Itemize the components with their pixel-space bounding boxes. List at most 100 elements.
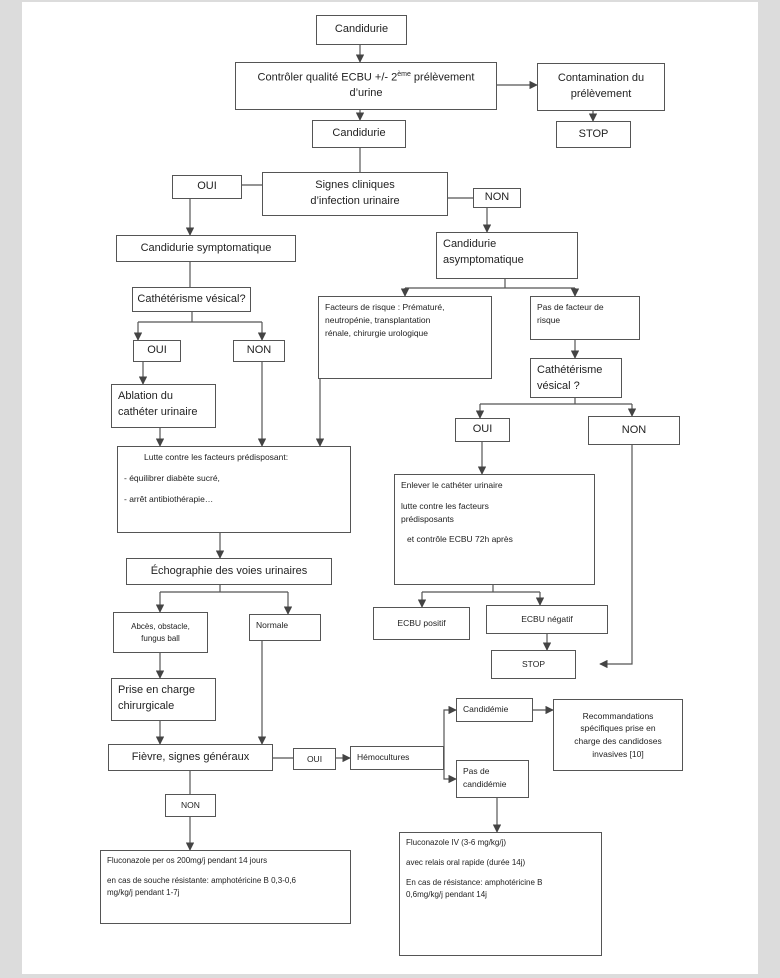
node-text: Recommandations — [582, 710, 654, 721]
node-text: Échographie des voies urinaires — [150, 564, 308, 577]
node-enlever-catheter: Enlever le cathéter urinaire lutte contr… — [394, 474, 595, 585]
node-text: avec relais oral rapide (durée 14j) — [406, 858, 526, 867]
node-hemocultures: Hémocultures — [350, 746, 444, 770]
arrow-hemo-candidemie — [443, 705, 457, 758]
node-candidemie: Candidémie — [456, 698, 533, 722]
node-text: Normale — [256, 620, 289, 630]
node-catheterisme-1: Cathétérisme vésical? — [132, 287, 251, 312]
node-ablation-catheter: Ablation du cathéter urinaire — [111, 384, 216, 428]
node-text: Hémocultures — [357, 752, 410, 762]
node-pas-de-candidemie: Pas de candidémie — [456, 760, 529, 798]
node-oui-2: OUI — [133, 340, 181, 362]
node-text: spécifiques prise en — [580, 723, 656, 734]
node-text: vésical ? — [537, 379, 580, 392]
node-text: fungus ball — [141, 633, 180, 643]
node-candidurie-2: Candidurie — [312, 120, 406, 148]
node-text: Signes cliniques — [315, 179, 395, 192]
node-text: Candidurie — [332, 127, 386, 140]
node-text: neutropénie, transplantation — [325, 314, 431, 325]
node-text: charge des candidoses — [574, 736, 662, 746]
node-text: Candidémie — [463, 704, 509, 714]
node-text: invasives [10] — [592, 748, 644, 759]
node-text: STOP — [522, 659, 545, 670]
line-enlever-split — [422, 585, 540, 593]
node-ecbu-negatif: ECBU négatif — [486, 605, 608, 634]
node-text: Cathétérisme vésical? — [137, 292, 246, 305]
arrow-hemo-pascand — [443, 758, 457, 784]
line-echo-split — [160, 585, 288, 593]
node-catheterisme-2: Cathétérisme vésical ? — [530, 358, 622, 398]
node-text: Candidurie — [443, 238, 497, 250]
node-text: ECBU négatif — [521, 614, 573, 625]
node-text: Abcès, obstacle, — [131, 621, 190, 631]
node-text: Fièvre, signes généraux — [131, 750, 250, 763]
node-candidurie-asymptomatique: Candidurie asymptomatique — [436, 232, 578, 279]
node-oui-1: OUI — [172, 175, 242, 199]
node-text: Pas de facteur de — [537, 302, 604, 312]
node-fluconazole-iv: Fluconazole IV (3-6 mg/kg/j) avec relais… — [399, 832, 602, 956]
line-cath1-split — [138, 312, 262, 323]
node-text: chirurgicale — [118, 699, 175, 712]
node-text: risque — [537, 314, 561, 325]
node-signes-cliniques: Signes cliniques d’infection urinaire — [262, 172, 448, 216]
node-pas-facteur-risque: Pas de facteur de risque — [530, 296, 640, 340]
node-non-3: NON — [588, 416, 680, 445]
node-text: Fluconazole per os 200mg/j pendant 14 jo… — [107, 856, 268, 865]
node-text-part: Contrôler qualité ECBU +/- 2 — [257, 71, 398, 84]
node-text: NON — [181, 800, 200, 811]
arrow-non3-stop — [599, 445, 633, 669]
node-text: candidémie — [463, 778, 507, 789]
node-text: en cas de souche résistante: amphotérici… — [107, 876, 296, 885]
node-oui-3: OUI — [455, 418, 510, 442]
node-text: Lutte contre les facteurs prédisposant: — [144, 452, 289, 462]
node-facteurs-risque: Facteurs de risque : Prématuré, neutropé… — [318, 296, 492, 379]
node-candidurie-symptomatique: Candidurie symptomatique — [116, 235, 296, 262]
line-cath2-split — [480, 398, 632, 405]
node-text: En cas de résistance: amphotéricine B — [406, 878, 543, 887]
node-text-part: prélèvement — [410, 71, 475, 84]
superscript: ème — [397, 70, 411, 78]
node-text: rénale, chirurgie urologique — [325, 327, 429, 338]
node-normale: Normale — [249, 614, 321, 641]
node-stop-2: STOP — [491, 650, 576, 679]
node-text: mg/kg/j pendant 1-7j — [107, 888, 180, 897]
node-text: Cathétérisme — [537, 364, 603, 376]
node-text: Enlever le cathéter urinaire — [401, 480, 503, 490]
node-text: asymptomatique — [443, 253, 524, 266]
node-candidurie-top: Candidurie — [316, 15, 407, 45]
node-text: - arrêt antibiothérapie… — [124, 493, 214, 504]
node-text: Candidurie symptomatique — [140, 241, 272, 254]
node-contamination: Contamination du prélèvement — [537, 63, 665, 111]
node-text: NON — [621, 423, 647, 436]
node-text: prélèvement — [570, 88, 632, 100]
node-text: STOP — [578, 127, 609, 140]
line-asympt-split — [405, 279, 575, 289]
node-text: 0,6mg/kg/j pendant 14j — [406, 890, 487, 899]
node-text: NON — [246, 344, 272, 357]
node-text: d’urine — [349, 87, 383, 100]
node-fluconazole-per-os: Fluconazole per os 200mg/j pendant 14 jo… — [100, 850, 351, 924]
node-non-2: NON — [233, 340, 285, 362]
node-text: Contamination du — [557, 72, 645, 85]
node-text: Pas de — [463, 766, 490, 776]
node-text: OUI — [147, 344, 167, 357]
node-text: OUI — [306, 753, 323, 764]
node-text: NON — [484, 191, 510, 204]
node-text: ECBU positif — [397, 618, 446, 629]
node-abces-obstacle: Abcès, obstacle, fungus ball — [113, 612, 208, 653]
node-non-4: NON — [165, 794, 216, 817]
node-fievre-signes: Fièvre, signes généraux — [108, 744, 273, 771]
node-echographie: Échographie des voies urinaires — [126, 558, 332, 585]
node-non-1: NON — [473, 188, 521, 208]
node-text: Ablation du — [118, 390, 174, 402]
node-text: d’infection urinaire — [310, 195, 400, 207]
node-text: - équilibrer diabète sucré, — [124, 472, 220, 483]
node-oui-4: OUI — [293, 748, 336, 770]
node-text: cathéter urinaire — [118, 405, 198, 418]
node-prise-en-charge-chirurgicale: Prise en charge chirurgicale — [111, 678, 216, 721]
node-text: et contrôle ECBU 72h après — [407, 534, 513, 545]
node-lutte-facteurs: Lutte contre les facteurs prédisposant: … — [117, 446, 351, 533]
node-recommandations: Recommandations spécifiques prise en cha… — [553, 699, 683, 771]
node-text: Candidurie — [334, 23, 389, 36]
node-text: Fluconazole IV (3-6 mg/kg/j) — [406, 838, 507, 847]
